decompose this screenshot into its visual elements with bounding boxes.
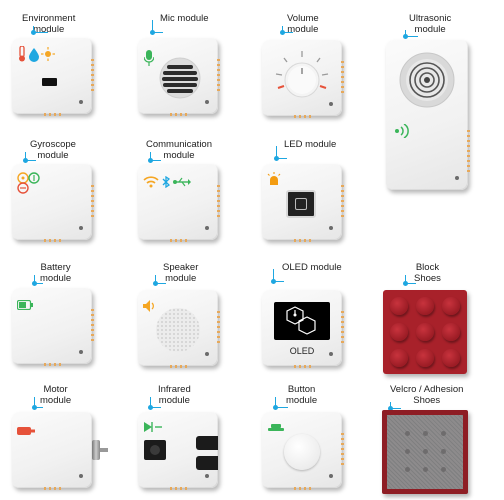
led-lens (286, 190, 316, 218)
callout-dot-block-shoes (403, 281, 408, 286)
label-motor: Motor module (40, 384, 72, 406)
battery-icon (17, 300, 33, 310)
motor-module[interactable] (12, 412, 92, 490)
usb-icon (173, 177, 191, 187)
volume-knob-icon[interactable] (272, 48, 332, 108)
gyroscope-module[interactable] (12, 164, 94, 242)
block-shoe[interactable] (383, 290, 467, 374)
callout-speaker (155, 275, 166, 284)
wifi-icon (143, 176, 159, 188)
bluetooth-icon (162, 176, 170, 188)
ultrasonic-module[interactable] (386, 40, 470, 190)
environment-sensor-window (42, 78, 57, 86)
label-mic: Mic module (160, 13, 209, 24)
water-drop-icon (29, 48, 39, 62)
sun-icon (41, 47, 55, 61)
label-battery: Battery module (40, 262, 72, 284)
callout-dot-volume (280, 30, 285, 35)
label-speaker: Speaker module (163, 262, 199, 284)
motor-icon (17, 427, 35, 435)
callout-battery (34, 275, 43, 284)
infrared-emitter-bottom (196, 456, 218, 470)
speaker-icon (143, 300, 154, 312)
thermometer-icon (19, 46, 25, 62)
push-button-icon (268, 424, 284, 431)
callout-dot-speaker (153, 281, 158, 286)
speaker-grille (156, 308, 200, 352)
infrared-emitter-top (196, 436, 218, 450)
push-button[interactable] (284, 434, 320, 470)
callout-led (276, 146, 287, 159)
communication-module[interactable] (138, 164, 220, 242)
motor-shaft (92, 440, 108, 460)
callout-communication (150, 152, 161, 161)
callout-environment (33, 26, 48, 33)
microphone-icon (144, 50, 154, 66)
callout-dot-environment (31, 30, 36, 35)
callout-dot-battery (32, 281, 37, 286)
callout-motor (34, 397, 43, 408)
callout-dot-gyroscope (23, 158, 28, 163)
environment-module[interactable] (12, 38, 94, 116)
button-module[interactable] (262, 412, 344, 490)
label-volume: Volume module (287, 13, 319, 35)
callout-button (275, 397, 288, 408)
callout-dot-led (274, 156, 279, 161)
infrared-receiver (144, 440, 166, 460)
label-led: LED module (284, 139, 337, 150)
volume-module[interactable] (262, 40, 344, 118)
label-velcro-shoes: Velcro / Adhesion Shoes (390, 384, 464, 406)
label-infrared: Infrared module (158, 384, 191, 406)
oled-logo-icon (286, 306, 316, 335)
mic-grille-icon (159, 57, 201, 99)
oled-screen-text: OLED (289, 346, 315, 356)
callout-dot-motor (32, 405, 37, 410)
ultrasonic-transducer-icon (399, 52, 455, 108)
callout-dot-communication (148, 158, 153, 163)
label-block-shoes: Block Shoes (414, 262, 441, 284)
label-oled: OLED module (282, 262, 342, 273)
label-ultrasonic: Ultrasonic module (409, 13, 452, 35)
oled-module[interactable]: OLED (262, 290, 344, 368)
callout-infrared (150, 397, 161, 408)
mic-module[interactable] (138, 38, 220, 116)
light-bulb-icon (267, 172, 281, 185)
callout-dot-ultrasonic (403, 34, 408, 39)
label-button: Button module (286, 384, 318, 406)
callout-dot-infrared (148, 405, 153, 410)
infrared-icon (144, 422, 162, 432)
callout-dot-button (273, 405, 278, 410)
label-gyroscope: Gyroscope module (30, 139, 76, 161)
battery-module[interactable] (12, 288, 94, 366)
gyroscope-icon (17, 172, 40, 194)
signal-waves-icon (395, 124, 409, 138)
callout-oled (273, 269, 284, 282)
velcro-shoe[interactable] (382, 410, 468, 494)
callout-dot-oled (271, 279, 276, 284)
label-communication: Communication module (146, 139, 212, 161)
callout-velcro-shoes (390, 402, 401, 409)
callout-volume (282, 26, 293, 33)
callout-mic (152, 20, 163, 33)
callout-gyroscope (25, 152, 36, 161)
oled-screen (274, 302, 330, 340)
callout-block-shoes (405, 275, 416, 284)
callout-ultrasonic (405, 30, 418, 37)
speaker-module[interactable] (138, 290, 220, 368)
label-environment: Environment module (22, 13, 76, 35)
callout-dot-velcro-shoes (388, 406, 393, 411)
callout-dot-mic (150, 30, 155, 35)
infrared-module[interactable] (138, 412, 218, 490)
led-module[interactable] (262, 164, 344, 242)
